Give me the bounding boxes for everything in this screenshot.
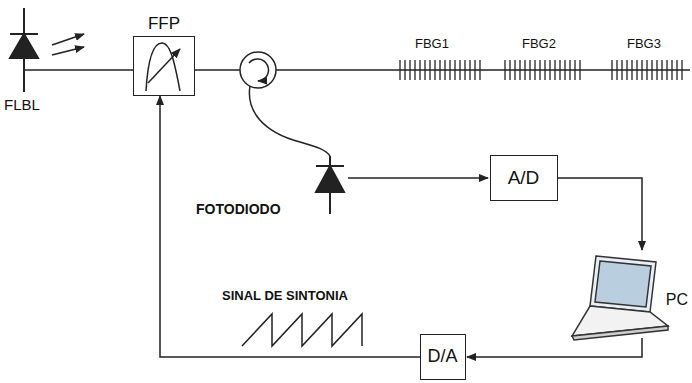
grating-line <box>439 60 440 80</box>
grating-line <box>429 60 430 80</box>
grating-line <box>681 60 682 80</box>
grating-line <box>459 60 460 80</box>
grating-line <box>641 60 642 80</box>
grating-line <box>569 60 570 80</box>
component-name: FOTODIODO <box>196 201 281 217</box>
box-label: A/D <box>508 167 540 189</box>
grating-line <box>616 60 617 80</box>
grating-line <box>464 60 465 80</box>
grating-line <box>651 60 652 80</box>
grating-line <box>611 60 612 80</box>
photodiode <box>316 156 344 214</box>
sawtooth-signal <box>242 314 362 346</box>
component-name: PC <box>666 291 688 309</box>
optical-fiber <box>24 70 690 156</box>
grating-line <box>621 60 622 80</box>
optical-circulator <box>240 52 276 88</box>
grating-line <box>554 60 555 80</box>
grating-line <box>424 60 425 80</box>
grating-line <box>469 60 470 80</box>
grating-line <box>504 60 505 80</box>
grating-line <box>524 60 525 80</box>
grating-name: FBG2 <box>522 36 556 51</box>
grating-line <box>534 60 535 80</box>
grating-line <box>444 60 445 80</box>
grating-line <box>559 60 560 80</box>
grating-name: FBG3 <box>627 36 661 51</box>
component-name: FLBL <box>4 96 40 113</box>
converter-box: D/A <box>420 334 466 380</box>
grating-line <box>479 60 480 80</box>
grating-line <box>509 60 510 80</box>
grating-line <box>579 60 580 80</box>
grating-line <box>539 60 540 80</box>
grating-line <box>414 60 415 80</box>
grating-line <box>529 60 530 80</box>
grating-line <box>409 60 410 80</box>
converter-box: A/D <box>490 155 558 201</box>
grating-line <box>636 60 637 80</box>
grating-line <box>549 60 550 80</box>
grating-line <box>646 60 647 80</box>
grating-line <box>676 60 677 80</box>
grating-line <box>626 60 627 80</box>
grating-line <box>544 60 545 80</box>
laptop-computer <box>572 256 668 340</box>
grating-line <box>666 60 667 80</box>
fiber-bragg-gratings <box>400 60 682 80</box>
grating-line <box>671 60 672 80</box>
emission-arrows <box>52 34 84 55</box>
laser-diode <box>10 8 38 92</box>
filter-symbol <box>134 37 194 95</box>
grating-line <box>419 60 420 80</box>
box-heading: FFP <box>148 14 180 34</box>
signal-name: SINAL DE SINTONIA <box>222 288 348 303</box>
grating-line <box>434 60 435 80</box>
grating-line <box>656 60 657 80</box>
box-label: D/A <box>427 346 457 367</box>
grating-line <box>564 60 565 80</box>
grating-line <box>631 60 632 80</box>
grating-name: FBG1 <box>415 36 449 51</box>
grating-line <box>514 60 515 80</box>
grating-line <box>519 60 520 80</box>
filter-box: FFP <box>133 36 195 96</box>
grating-line <box>474 60 475 80</box>
tuning-connector <box>160 96 420 357</box>
grating-line <box>574 60 575 80</box>
grating-line <box>404 60 405 80</box>
grating-line <box>454 60 455 80</box>
grating-line <box>449 60 450 80</box>
grating-line <box>661 60 662 80</box>
grating-line <box>399 60 400 80</box>
